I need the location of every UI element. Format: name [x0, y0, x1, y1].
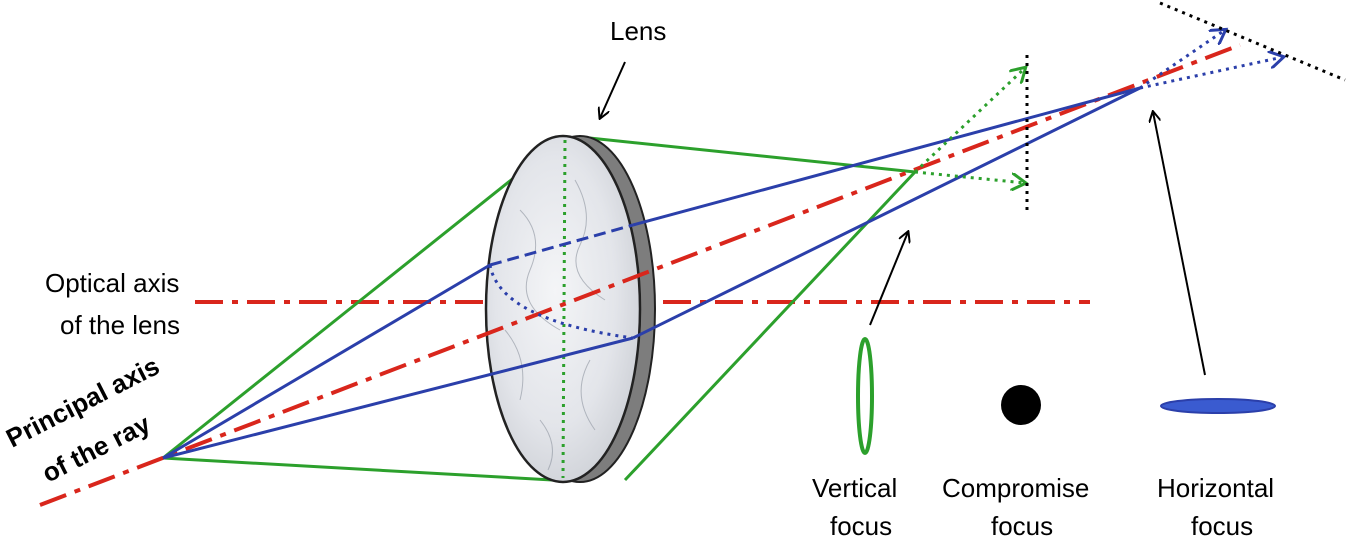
principal-axis-line	[39, 43, 1241, 507]
vertical-focus-label-line1: Vertical	[812, 473, 897, 503]
compromise-focus-label-line2: focus	[991, 511, 1053, 541]
vertical-focus-pointer-arrow	[869, 232, 908, 326]
lens-label: Lens	[610, 16, 666, 46]
horizontal-focal-plane	[1159, 1, 1346, 82]
horizontal-focus-label-line1: Horizontal	[1157, 473, 1274, 503]
compromise-focus-label-line1: Compromise	[942, 473, 1089, 503]
lens	[484, 134, 656, 484]
vertical-focus-shape	[856, 337, 874, 455]
horizontal-focus-pointer-arrow	[1153, 112, 1206, 376]
blue-lower-arrow	[1139, 57, 1283, 90]
blue-upper-arrow	[1139, 30, 1225, 90]
green-upper-arrow	[913, 68, 1025, 174]
horizontal-focus-label-line2: focus	[1191, 511, 1253, 541]
compromise-focus-shape	[1001, 385, 1041, 425]
horizontal-focus-shape	[1160, 398, 1276, 414]
green-vertical-chord	[561, 139, 567, 479]
blue-ray-fan	[162, 86, 1141, 460]
optical-axis-label-line2: of the lens	[60, 310, 180, 340]
lens-pointer-arrow	[600, 61, 626, 118]
vertical-focus-label-line2: focus	[830, 511, 892, 541]
optical-axis-label-line1: Optical axis	[45, 268, 179, 298]
green-lower-arrow	[914, 170, 1025, 183]
